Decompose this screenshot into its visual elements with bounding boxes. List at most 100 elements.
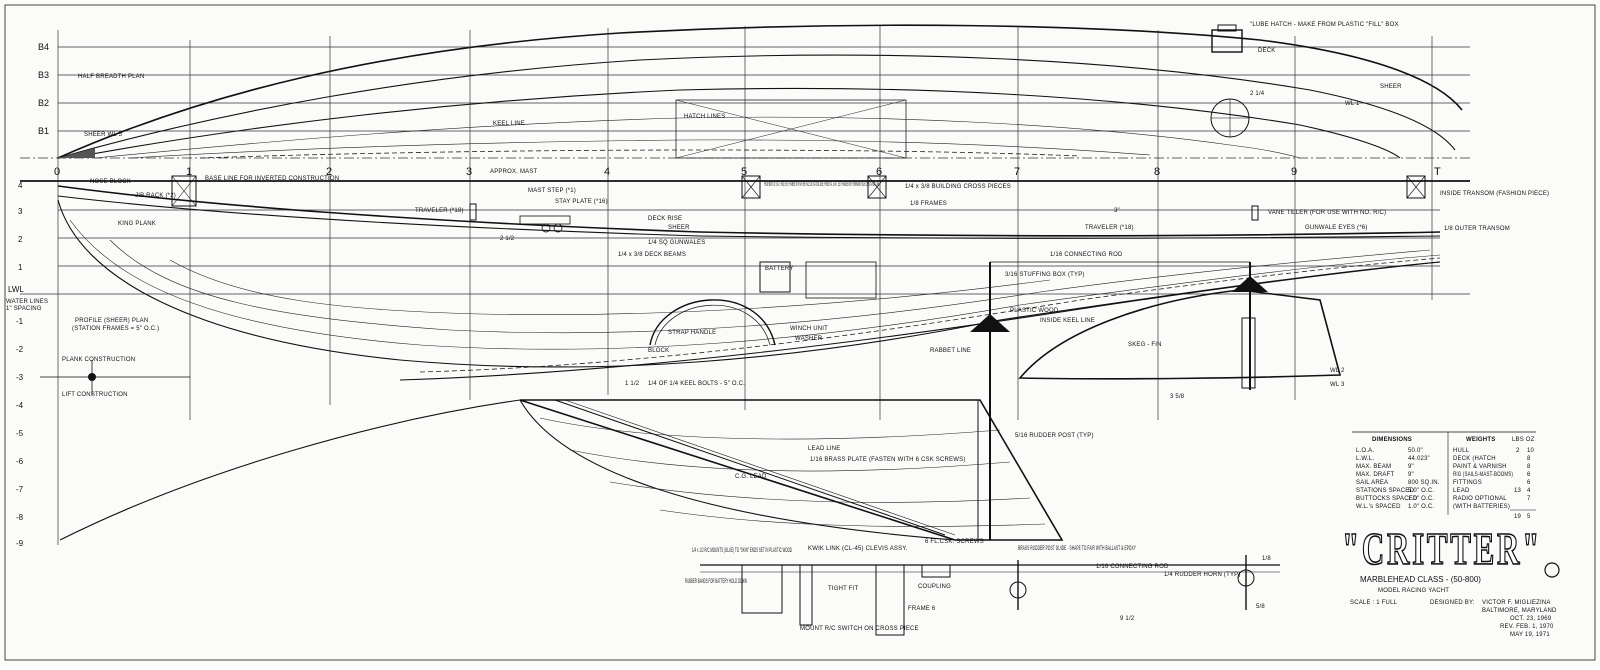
note-base-line: BASE LINE FOR INVERTED CONSTRUCTION	[205, 176, 339, 182]
dimension-row-value: 50.0"	[1408, 448, 1423, 454]
dimension-label: 3"	[1114, 208, 1120, 214]
note-inside-keel: INSIDE KEEL LINE	[1040, 318, 1095, 324]
weight-row-name: FITTINGS	[1453, 480, 1482, 486]
dimension-label: 5/8	[1256, 604, 1265, 610]
weight-row-name: DECK (HATCH	[1453, 456, 1496, 462]
note-transom: INSIDE TRANSOM (FASHION PIECE)	[1440, 191, 1549, 197]
note-plastic-wood: PLASTIC WOOD	[1010, 308, 1059, 314]
note-brass-plate: 1/16 BRASS PLATE (FASTEN WITH 6 CSK SCRE…	[810, 457, 966, 463]
note-deck: DECK	[1258, 48, 1275, 54]
note-rudder-post: 5/16 RUDDER POST (TYP)	[1015, 433, 1094, 439]
note-wl3: WL 3	[1330, 382, 1345, 388]
dimension-row-name: L.W.L.	[1356, 456, 1374, 462]
copyright-icon	[1544, 562, 1560, 578]
note-rabbet: RABBET LINE	[930, 348, 971, 354]
note-rubber-bands: RUBBER BANDS FOR BATTERY HOLD DOWN	[685, 579, 747, 585]
class-subtitle: MARBLEHEAD CLASS - (50-800)	[1360, 575, 1481, 584]
note-frame-6: FRAME 6	[908, 606, 936, 612]
note-lube-hatch: "LUBE HATCH - MAKE FROM PLASTIC "FILL" B…	[1250, 22, 1399, 28]
station-label: 8	[1154, 166, 1160, 178]
station-label: 9	[1291, 166, 1297, 178]
dimension-label: 9 1/2	[1120, 616, 1135, 622]
note-frames-setting: FROM BOW TO STA. 5 FWD. SET FRAMES WITH …	[764, 182, 879, 188]
weight-row-name: LEAD	[1453, 488, 1470, 494]
note-wl2: WL 2	[1330, 368, 1345, 374]
weight-row-name: RIG (SAILS-MAST-BOOMS)	[1453, 472, 1513, 478]
dimension-label: 2 1/2	[500, 236, 515, 242]
water-lines-note: 1" SPACING	[6, 306, 42, 312]
weight-row-name: (WITH BATTERIES)	[1453, 504, 1510, 510]
station-label: 3	[466, 166, 472, 178]
boat-title: "CRITTER"	[1342, 523, 1542, 574]
weight-row-oz: 6	[1527, 480, 1531, 486]
dimension-row-value: 1.0" O.C.	[1408, 496, 1434, 502]
note-strap-handle: STRAP HANDLE	[668, 330, 716, 336]
designer-city: BALTIMORE, MARYLAND	[1482, 608, 1557, 614]
station-label: 4	[604, 166, 610, 178]
waterline-label: 2	[18, 235, 23, 244]
note-wl1: WL 1	[1345, 101, 1360, 107]
station-label: T	[1434, 166, 1441, 178]
note-mounts: 1/4 x 1/2 R/C MOUNTS (GLUE) TO "SKIN" EN…	[692, 548, 792, 554]
note-kwik-link: KWIK LINK (CL-45) CLEVIS ASSY.	[808, 546, 908, 552]
weights-unit: LBS OZ	[1512, 437, 1535, 443]
note-csk-screws: 6 FL.CSK. SCREWS	[925, 539, 984, 545]
note-block: BLOCK	[648, 348, 669, 354]
note-mast-step: MAST STEP (*1)	[528, 188, 576, 194]
designer-label: DESIGNED BY:	[1430, 600, 1475, 606]
dimension-row-value: 1.0" O.C.	[1408, 504, 1434, 510]
weight-row-name: RADIO OPTIONAL	[1453, 496, 1507, 502]
half-breadth-title: HALF BREADTH PLAN	[78, 74, 144, 80]
weight-total-oz: 5	[1527, 514, 1531, 520]
design-date: MAY 19, 1971	[1510, 632, 1550, 638]
weight-row-lbs: 2	[1516, 448, 1520, 454]
weight-row-name: PAINT & VARNISH	[1453, 464, 1507, 470]
note-connecting-rod-2: 1/16 CONNECTING ROD	[1096, 564, 1169, 570]
note-washer: WASHER	[795, 336, 823, 342]
dimension-row-name: MAX. DRAFT	[1356, 472, 1394, 478]
yacht-type: MODEL RACING YACHT	[1378, 588, 1449, 594]
note-connecting-rod: 1/16 CONNECTING ROD	[1050, 252, 1123, 258]
note-outer-transom: 1/8 OUTER TRANSOM	[1444, 226, 1510, 232]
weight-row-lbs: 13	[1514, 488, 1522, 494]
note-tight-fit: TIGHT FIT	[828, 586, 858, 592]
note-sheer-2: SHEER	[668, 225, 690, 231]
note-coupling: COUPLING	[918, 584, 951, 590]
note-gunwale-eyes: GUNWALE EYES (*6)	[1305, 225, 1368, 231]
scale-note: SCALE : 1 FULL	[1350, 600, 1398, 606]
note-sheer-wl5: SHEER WL 5	[84, 132, 123, 138]
note-battery: BATTERY	[765, 266, 794, 272]
buttock-label: B4	[38, 42, 49, 52]
note-jib-rack: JIB RACK (*2)	[135, 193, 176, 199]
station-label: 6	[876, 166, 882, 178]
dimension-row-value: 44.023"	[1408, 456, 1430, 462]
note-nose-block: NOSE BLOCK	[90, 179, 131, 185]
dimension-row-value: 800 SQ.IN.	[1408, 480, 1440, 486]
note-deck-rise: DECK RISE	[648, 216, 682, 222]
weight-row-oz: 8	[1527, 464, 1531, 470]
note-traveler-2: TRAVELER (*18)	[1085, 225, 1134, 231]
weight-total-lbs: 19	[1514, 514, 1522, 520]
dimension-row-value: 9"	[1408, 472, 1414, 478]
weight-row-oz: 4	[1527, 488, 1531, 494]
dimension-row-value: 9"	[1408, 464, 1414, 470]
weights-heading: WEIGHTS	[1466, 437, 1495, 443]
station-lines	[57, 26, 1433, 545]
waterline-label: -5	[16, 429, 24, 438]
waterline-label: -8	[16, 513, 24, 522]
dimensions-heading: DIMENSIONS	[1372, 437, 1412, 443]
dimension-label: 2 1/4	[1250, 91, 1265, 97]
dimension-label: 1/8	[1262, 556, 1271, 562]
note-traveler: TRAVELER (*18)	[415, 208, 464, 214]
note-frames: 1/8 FRAMES	[910, 201, 947, 207]
note-cg-lead: C.G. LEAD	[735, 474, 767, 480]
buttock-label: B3	[38, 70, 49, 80]
weight-row-oz: 8	[1527, 456, 1531, 462]
note-deck-beams: 1/4 x 3/8 DECK BEAMS	[618, 252, 686, 258]
weight-row-name: HULL	[1453, 448, 1470, 454]
note-brass-guide: BRASS RUDDER POST GUIDE - SHAPE TO FAIR …	[1018, 546, 1136, 552]
station-label: 1	[186, 166, 192, 178]
waterline-label: 1	[18, 263, 23, 272]
